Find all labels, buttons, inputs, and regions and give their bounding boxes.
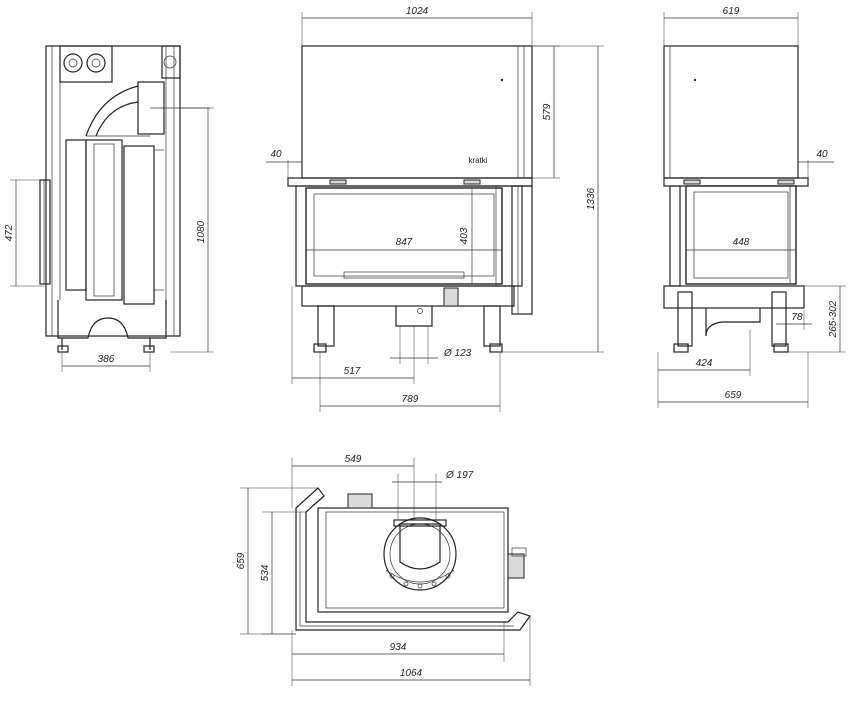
brand-label: kratki bbox=[468, 156, 487, 165]
dim-side-width: 386 bbox=[98, 354, 115, 365]
dim-side-glass-height: 472 bbox=[4, 224, 15, 241]
dim-front-flue-diameter: Ø 123 bbox=[443, 348, 472, 359]
side-view: 386 1080 472 bbox=[4, 45, 214, 372]
dim-right-offset: 40 bbox=[816, 149, 828, 160]
dim-plan-depth-total: 659 bbox=[236, 552, 247, 569]
side-body-outline bbox=[45, 45, 181, 337]
dim-front-flue-offset: 517 bbox=[344, 366, 361, 377]
dim-front-width: 1024 bbox=[406, 6, 429, 17]
dim-right-flue-height: 265-302 bbox=[828, 300, 839, 338]
dim-plan-width-total: 1064 bbox=[400, 668, 423, 679]
dim-right-total-width: 659 bbox=[725, 390, 742, 401]
dim-right-glass-width: 448 bbox=[733, 237, 750, 248]
flue-ring bbox=[383, 517, 457, 591]
right-view: 619 40 448 78 265-302 424 659 bbox=[657, 6, 846, 408]
dim-front-hood-height: 579 bbox=[542, 103, 553, 120]
front-glass bbox=[305, 187, 503, 285]
right-hood bbox=[663, 45, 799, 179]
fan-icon bbox=[86, 53, 106, 73]
front-view: kratki 1024 579 bbox=[266, 6, 604, 412]
dim-plan-depth-inner: 534 bbox=[260, 564, 271, 581]
dim-right-width: 619 bbox=[723, 6, 740, 17]
right-glass bbox=[685, 185, 797, 285]
dim-plan-flue-offset: 549 bbox=[345, 454, 362, 465]
dim-front-glass-height: 403 bbox=[459, 227, 470, 244]
dim-right-base-width: 424 bbox=[696, 358, 713, 369]
dim-right-flue-offset: 78 bbox=[791, 312, 803, 323]
dim-side-height: 1080 bbox=[196, 220, 207, 243]
fan-icon bbox=[63, 53, 83, 73]
dim-front-base-width: 789 bbox=[402, 394, 419, 405]
plan-frame bbox=[295, 487, 531, 631]
dim-plan-width-inner: 934 bbox=[390, 642, 407, 653]
plan-view: 549 Ø 197 659 534 934 1064 bbox=[236, 454, 531, 686]
dim-front-glass-width: 847 bbox=[396, 237, 413, 248]
dim-front-offset: 40 bbox=[270, 149, 282, 160]
front-hood bbox=[301, 45, 533, 179]
dim-front-total-height: 1336 bbox=[586, 187, 597, 210]
dim-plan-flue-diameter: Ø 197 bbox=[445, 470, 474, 481]
